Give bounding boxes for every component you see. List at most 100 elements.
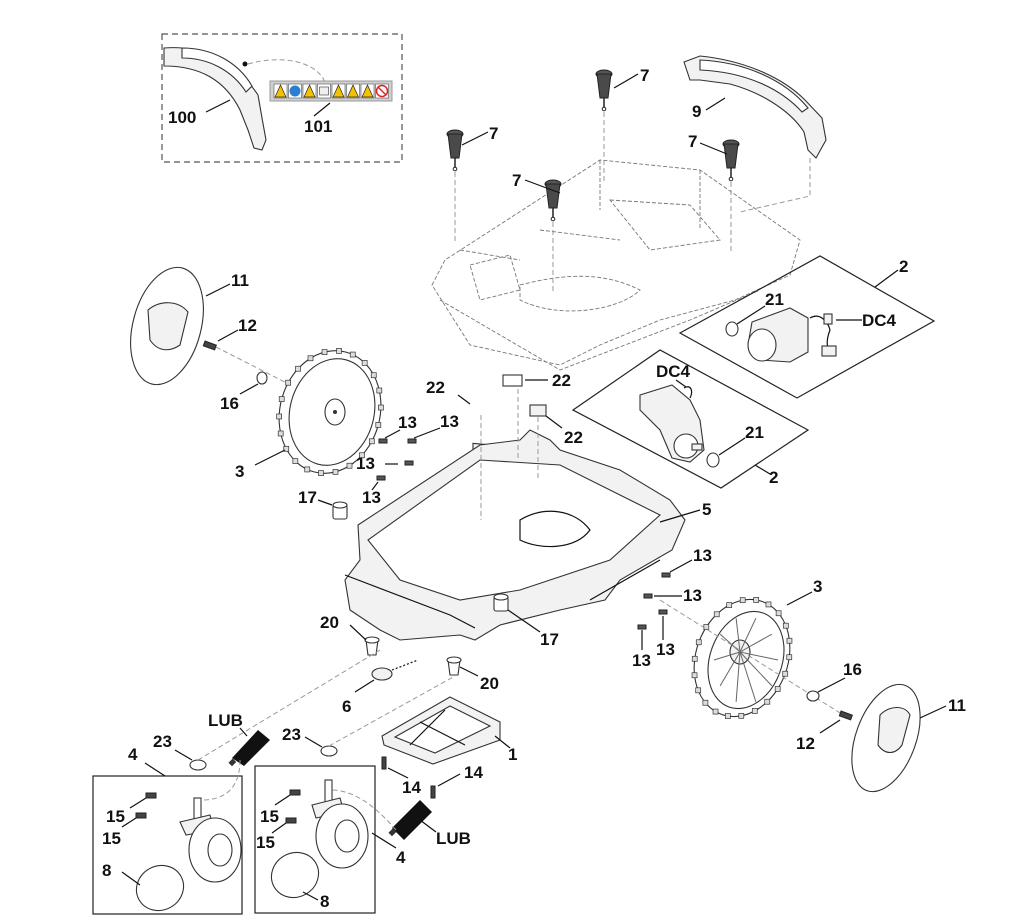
pin-7[interactable] bbox=[722, 139, 740, 182]
label-13-b: 13 bbox=[440, 412, 459, 431]
label-16-left: 16 bbox=[220, 394, 239, 413]
label-100: 100 bbox=[168, 108, 196, 127]
label-13-e: 13 bbox=[693, 546, 712, 565]
seal-21-lower[interactable] bbox=[706, 452, 720, 468]
drive-wheel-3-right[interactable] bbox=[678, 586, 805, 730]
tread-lug bbox=[703, 624, 710, 630]
tread-lug bbox=[738, 712, 745, 719]
tread-lug bbox=[378, 404, 384, 411]
label-22-right: 22 bbox=[564, 428, 583, 447]
tread-lug bbox=[368, 438, 375, 445]
tread-lug bbox=[695, 687, 702, 694]
lubricant-tube-2[interactable] bbox=[388, 800, 432, 840]
pin-7[interactable] bbox=[544, 179, 562, 222]
hand-hazard-icon bbox=[331, 83, 346, 99]
o-ring-23-right[interactable] bbox=[320, 745, 338, 757]
wheel-spoke bbox=[739, 651, 757, 702]
pad-22-top[interactable] bbox=[502, 374, 523, 387]
wheel-spoke bbox=[739, 651, 779, 661]
label-2-lower: 2 bbox=[769, 468, 778, 487]
tread-lug bbox=[782, 670, 789, 677]
rear-handle-9[interactable] bbox=[683, 55, 827, 159]
screw-13[interactable] bbox=[637, 624, 647, 630]
label-22-left: 22 bbox=[426, 378, 445, 397]
label-12-left: 12 bbox=[238, 316, 257, 335]
foot-hazard-icon bbox=[346, 83, 360, 99]
label-4-right: 4 bbox=[396, 848, 406, 867]
caster-wheel-left[interactable] bbox=[179, 797, 242, 883]
tire-8-left[interactable] bbox=[128, 857, 192, 919]
screw-13[interactable] bbox=[661, 572, 671, 578]
label-dc4-lower: DC4 bbox=[656, 362, 691, 381]
label-13-a: 13 bbox=[398, 413, 417, 432]
bumper-17-right[interactable] bbox=[493, 593, 509, 612]
label-20-right: 20 bbox=[480, 674, 499, 693]
caster-kit-box-left bbox=[92, 775, 243, 915]
screw-15-b[interactable] bbox=[135, 812, 147, 819]
screw-15-c[interactable] bbox=[289, 789, 301, 796]
label-14-right: 14 bbox=[464, 763, 483, 782]
screw-15-d[interactable] bbox=[285, 817, 297, 824]
screw-13[interactable] bbox=[404, 460, 414, 466]
screw-15-a[interactable] bbox=[145, 792, 157, 799]
tread-lug bbox=[307, 355, 314, 362]
o-ring-23-left[interactable] bbox=[189, 759, 207, 771]
washer-16-right[interactable] bbox=[806, 690, 820, 702]
label-15-a: 15 bbox=[106, 807, 125, 826]
label-17-right: 17 bbox=[540, 630, 559, 649]
pin-7[interactable] bbox=[595, 69, 613, 112]
distance-icon bbox=[317, 83, 331, 99]
lubricant-tube-1[interactable] bbox=[228, 730, 270, 767]
screw-13[interactable] bbox=[658, 609, 668, 615]
label-dc4-upper: DC4 bbox=[862, 311, 897, 330]
label-lub-1: LUB bbox=[208, 711, 243, 730]
caster-wheel-right[interactable] bbox=[311, 779, 369, 869]
wheel-spoke bbox=[739, 651, 773, 687]
tread-lug bbox=[726, 602, 733, 608]
motor-kit-box-lower bbox=[571, 349, 810, 489]
hand-blade-icon bbox=[360, 83, 375, 99]
washer-16-left[interactable] bbox=[256, 371, 268, 385]
tire-8-right[interactable] bbox=[263, 844, 327, 906]
foot-20-right[interactable] bbox=[446, 656, 462, 676]
hub-cap-11-left[interactable] bbox=[119, 259, 216, 393]
tread-lug bbox=[702, 699, 709, 706]
warning-triangle-icon bbox=[273, 83, 288, 99]
label-lub-2: LUB bbox=[436, 829, 471, 848]
screw-13[interactable] bbox=[407, 438, 417, 444]
pin-7[interactable] bbox=[446, 129, 464, 172]
pad-22-right[interactable] bbox=[529, 404, 547, 417]
screw-14-left[interactable] bbox=[381, 756, 387, 770]
label-7-a: 7 bbox=[640, 66, 649, 85]
screw-14-right[interactable] bbox=[430, 785, 436, 799]
tread-lug bbox=[753, 597, 760, 603]
label-4-left: 4 bbox=[128, 745, 138, 764]
screw-13[interactable] bbox=[376, 475, 386, 481]
label-13-c: 13 bbox=[356, 454, 375, 473]
drive-motor-upper[interactable] bbox=[747, 307, 837, 363]
handle-100[interactable] bbox=[163, 47, 267, 151]
foot-20-left[interactable] bbox=[364, 636, 380, 656]
label-7-c: 7 bbox=[512, 171, 521, 190]
screw-13[interactable] bbox=[378, 438, 388, 444]
bumper-17-left[interactable] bbox=[332, 501, 348, 520]
label-101: 101 bbox=[304, 117, 332, 136]
seal-21-upper[interactable] bbox=[725, 321, 739, 337]
label-17-left: 17 bbox=[298, 488, 317, 507]
screw-13[interactable] bbox=[643, 593, 653, 599]
tread-lug bbox=[283, 445, 290, 452]
plug-6-with-tether[interactable] bbox=[371, 659, 419, 681]
lower-chassis-5[interactable] bbox=[344, 429, 686, 641]
label-22-top: 22 bbox=[552, 371, 571, 390]
wheel-spoke bbox=[739, 617, 757, 653]
tread-lug bbox=[765, 601, 772, 608]
drive-wheel-3-left[interactable] bbox=[266, 339, 395, 485]
screw-12-left[interactable] bbox=[202, 340, 217, 351]
label-15-c: 15 bbox=[260, 807, 279, 826]
hub-cap-11-right[interactable] bbox=[839, 675, 934, 801]
screw-12-right[interactable] bbox=[838, 710, 853, 721]
warning-decal-101[interactable] bbox=[269, 80, 393, 102]
label-16-right: 16 bbox=[843, 660, 862, 679]
tread-lug bbox=[786, 637, 793, 644]
